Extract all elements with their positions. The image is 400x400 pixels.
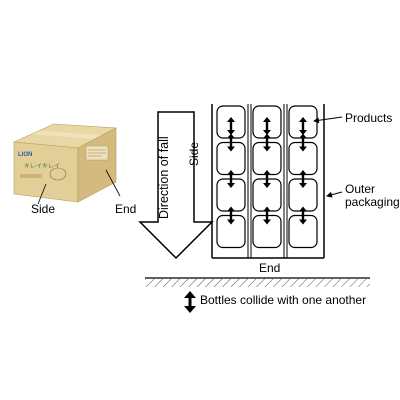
outer-packaging xyxy=(211,104,325,259)
side-label-photo: Side xyxy=(31,202,56,216)
collision-arrow-icon xyxy=(299,117,307,135)
box-print-bar xyxy=(20,174,42,178)
collision-legend-icon xyxy=(184,291,196,313)
side-label-diagram: Side xyxy=(187,141,201,166)
outer-packaging-pointer-arrow xyxy=(326,191,343,198)
end-label-photo: End xyxy=(115,202,137,216)
outer-packaging-label: Outer packaging xyxy=(345,182,400,209)
end-label-diagram: End xyxy=(259,261,281,275)
ground-hatch xyxy=(145,278,370,287)
collision-arrow-icon xyxy=(299,170,307,188)
collision-arrow-icon xyxy=(263,117,271,135)
side-pointer-line xyxy=(37,183,47,205)
collision-arrow-icon xyxy=(299,206,307,225)
collision-arrow-icon xyxy=(227,170,235,188)
collision-arrow-icon xyxy=(263,133,271,152)
bottles-collide-label: Bottles collide with one another xyxy=(200,293,367,307)
end-pointer-line xyxy=(105,169,121,197)
collision-arrow-icon xyxy=(227,117,235,135)
box-brand-text: LION xyxy=(18,152,32,158)
collision-arrow-icon xyxy=(263,170,271,188)
direction-of-fall-label: Direction of fall xyxy=(157,136,171,219)
bottle-grid xyxy=(216,105,318,249)
box-product-text: キレイキレイ xyxy=(24,163,60,170)
collision-arrow-icon xyxy=(227,133,235,152)
box-photo: LION キレイキレイ xyxy=(12,123,121,205)
collision-arrow-icon xyxy=(263,206,271,225)
fall-arrow-icon xyxy=(138,111,214,260)
box-logo-circle xyxy=(49,167,67,181)
collision-arrow-icon xyxy=(299,133,307,152)
products-pointer-arrow xyxy=(313,116,343,124)
products-label: Products xyxy=(345,111,393,125)
box-tape xyxy=(32,131,102,139)
collision-arrow-icon xyxy=(227,206,235,225)
